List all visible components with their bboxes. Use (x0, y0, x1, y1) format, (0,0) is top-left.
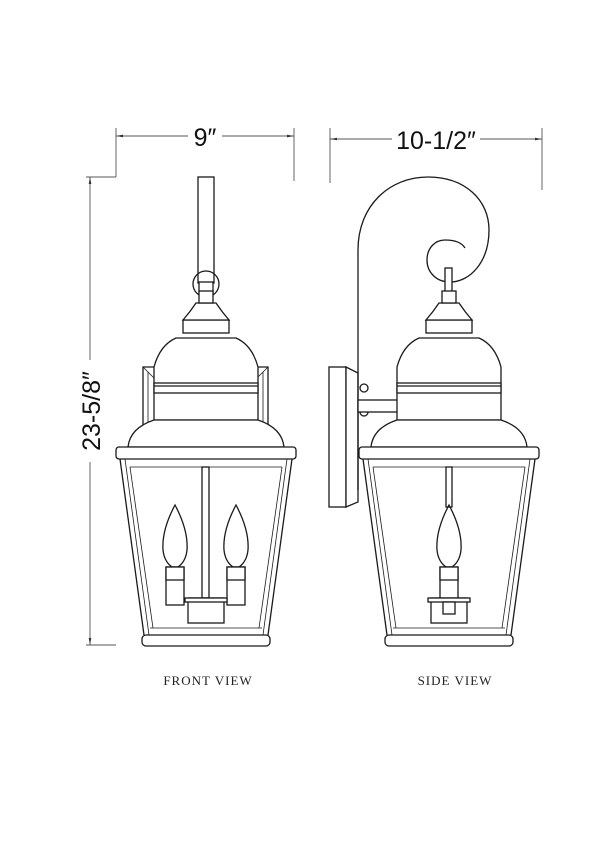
side-depth-label: 10-1/2″ (396, 127, 476, 155)
side-depth-dimension: 10-1/2″ (329, 127, 543, 190)
side-view-caption: SIDE VIEW (418, 673, 493, 688)
height-dimension: 23-5/8″ (78, 176, 116, 646)
height-label: 23-5/8″ (78, 371, 106, 451)
front-width-dimension: 9″ (115, 124, 295, 181)
side-view-lantern (328, 176, 540, 647)
front-view-caption: FRONT VIEW (163, 673, 252, 688)
front-width-label: 9″ (194, 124, 217, 152)
front-view-lantern (115, 176, 297, 647)
